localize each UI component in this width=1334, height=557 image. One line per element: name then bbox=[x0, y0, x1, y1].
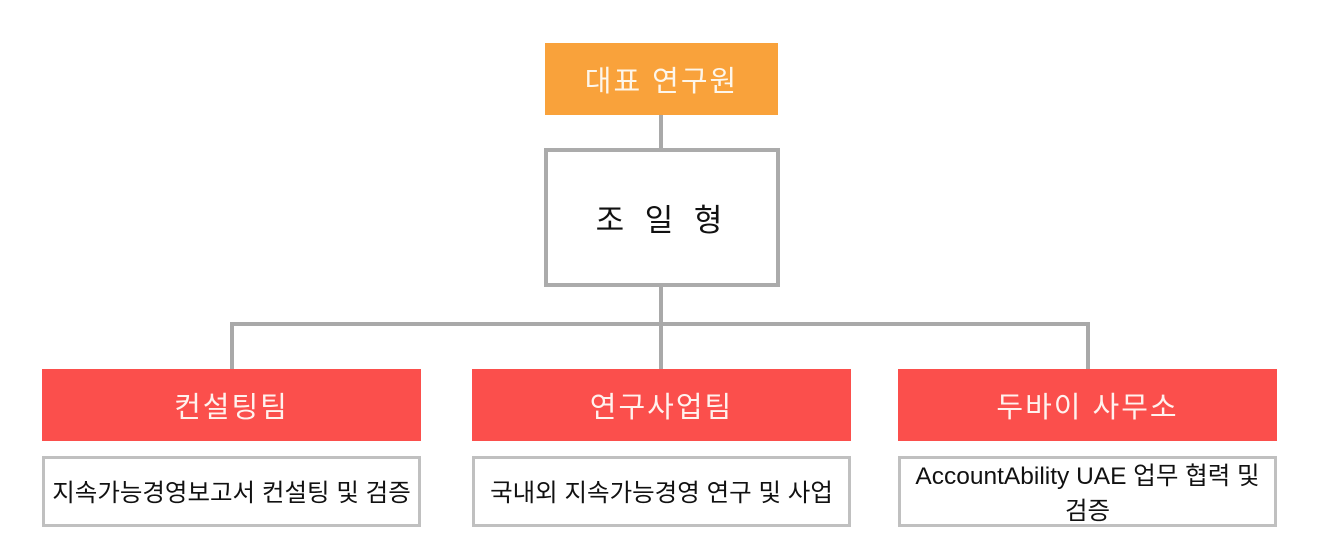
team-description-dubai-office: AccountAbility UAE 업무 협력 및 검증 bbox=[898, 456, 1277, 527]
connector-name-to-bus bbox=[659, 287, 663, 369]
connector-horizontal-bus bbox=[230, 322, 1090, 326]
team-node-dubai-office: 두바이 사무소 bbox=[898, 369, 1277, 441]
connector-drop-left bbox=[230, 322, 234, 369]
connector-drop-right bbox=[1086, 322, 1090, 369]
root-node-representative-researcher: 대표 연구원 bbox=[545, 43, 778, 115]
team-node-consulting: 컨설팅팀 bbox=[42, 369, 421, 441]
manager-name-node: 조 일 형 bbox=[544, 148, 780, 287]
team-description-consulting: 지속가능경영보고서 컨설팅 및 검증 bbox=[42, 456, 421, 527]
connector-root-to-name bbox=[659, 115, 663, 148]
team-description-research-business: 국내외 지속가능경영 연구 및 사업 bbox=[472, 456, 851, 527]
team-node-research-business: 연구사업팀 bbox=[472, 369, 851, 441]
